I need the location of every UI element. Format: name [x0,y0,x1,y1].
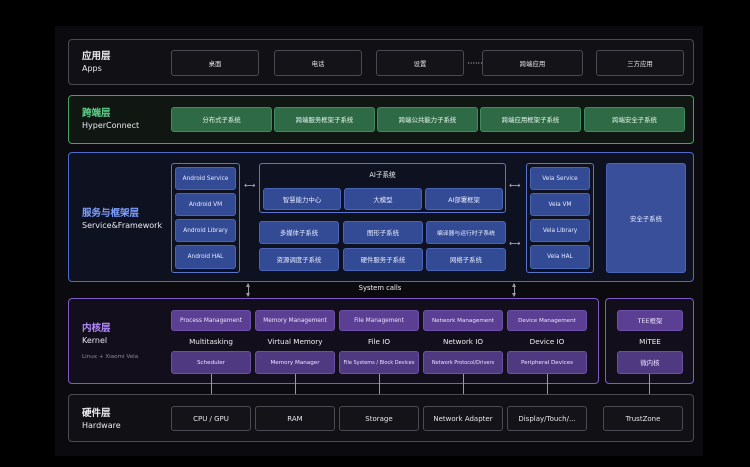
hyperconnect-layer-title-zh: 跨端层 [82,108,111,119]
hyperconnect-box: 跨端安全子系统 [584,107,685,132]
bidirectional-arrow-icon: ⟷ [509,181,521,190]
app-box: 设置 [376,50,464,76]
scheduler-box: Scheduler [171,351,251,374]
vela-hal-box: Vela HAL [530,245,590,269]
hardware-layer-title-zh: 硬件层 [82,408,111,419]
system-call-arrow-icon [246,283,250,297]
kernel-layer-title: 内核层 Kernel Linux + Xiaomi Vela [82,323,138,363]
virtual-memory-label: Virtual Memory [267,337,323,346]
android-group: Android Service Android VM Android Libra… [171,163,240,273]
hardware-layer-title-en: Hardware [82,421,121,430]
system-calls-label: System calls [358,284,402,292]
hardware-layer: 硬件层 Hardware CPU / GPU RAM Storage Netwo… [68,394,694,442]
microkernel-box: 微内核 [617,351,683,374]
app-box: 三方应用 [596,50,684,76]
hardware-box: RAM [255,406,335,431]
hyperconnect-layer-title-en: HyperConnect [82,121,140,130]
middle-subsystem-box: 硬件服务子系统 [343,248,423,271]
security-subsystem-box: 安全子系统 [606,163,686,273]
android-vm-box: Android VM [175,193,236,216]
apps-layer: 应用层 Apps 桌面 电话 设置 ······ 跨端应用 三方应用 [68,39,694,85]
app-ellipsis: ······ [467,58,483,68]
hardware-box: TrustZone [603,406,683,431]
memory-manager-box: Memory Manager [255,351,335,374]
vela-service-box: Vela Service [530,167,590,190]
mitee-label: MiTEE [639,337,661,346]
hyperconnect-layer-title: 跨端层 HyperConnect [82,108,139,132]
kernel-layer: 内核层 Kernel Linux + Xiaomi Vela Process M… [68,298,599,384]
hardware-layer-title: 硬件层 Hardware [82,408,121,432]
hardware-box: Network Adapter [423,406,503,431]
android-service-box: Android Service [175,167,236,190]
ai-subsystem-group: AI子系统 智慧能力中心 大模型 AI部署框架 [259,163,506,213]
hyperconnect-box: 分布式子系统 [171,107,272,132]
file-management-box: File Management [339,310,419,331]
service-layer: 服务与框架层 Service&Framework Android Service… [68,152,694,282]
app-box: 电话 [274,50,362,76]
vela-vm-box: Vela VM [530,193,590,216]
kernel-layer-title-en: Kernel [82,336,108,345]
middle-subsystem-box: 编译器与运行时子系统 [426,221,506,244]
hyperconnect-box: 跨端公共能力子系统 [377,107,478,132]
device-management-box: Device Management [507,310,587,331]
ai-subsystem-title: AI子系统 [369,171,396,179]
app-box: 跨端应用 [482,50,583,76]
multitasking-label: Multitasking [189,337,233,346]
file-io-label: File IO [367,337,391,346]
apps-layer-title-zh: 应用层 [82,51,111,62]
network-management-box: Network Management [423,310,503,331]
ai-box: AI部署框架 [425,188,503,210]
ai-box: 大模型 [344,188,422,210]
architecture-diagram: 应用层 Apps 桌面 电话 设置 ······ 跨端应用 三方应用 跨端层 H… [55,26,703,456]
kernel-layer-subtitle: Linux + Xiaomi Vela [82,354,139,360]
hyperconnect-box: 跨端应用框架子系统 [480,107,581,132]
hyperconnect-layer: 跨端层 HyperConnect 分布式子系统 跨端服务框架子系统 跨端公共能力… [68,95,694,144]
android-hal-box: Android HAL [175,245,236,269]
hardware-box: CPU / GPU [171,406,251,431]
middle-subsystem-box: 资源调度子系统 [259,248,339,271]
middle-subsystem-box: 网络子系统 [426,248,506,271]
file-systems-box: File Systems / Block Devices [339,351,419,374]
middle-subsystem-box: 图形子系统 [343,221,423,244]
hardware-box: Display/Touch/... [507,406,587,431]
middle-subsystem-box: 多媒体子系统 [259,221,339,244]
service-layer-title-zh: 服务与框架层 [82,208,140,219]
hyperconnect-box: 跨端服务框架子系统 [274,107,375,132]
bidirectional-arrow-icon: ⟷ [244,181,256,190]
ai-box: 智慧能力中心 [263,188,341,210]
network-io-label: Network IO [442,337,484,346]
tee-layer: TEE框架 MiTEE 微内核 [605,298,694,384]
system-call-arrow-icon [512,283,516,297]
bidirectional-arrow-icon: ⟷ [509,239,521,248]
apps-layer-title: 应用层 Apps [82,51,111,75]
service-layer-title-en: Service&Framework [82,221,163,230]
device-io-label: Device IO [529,337,565,346]
memory-management-box: Memory Management [255,310,335,331]
tee-framework-box: TEE框架 [617,310,683,331]
vela-group: Vela Service Vela VM Vela Library Vela H… [526,163,594,273]
apps-layer-title-en: Apps [82,64,102,73]
network-protocol-box: Network Protocol/Drivers [423,351,503,374]
vela-library-box: Vela Library [530,219,590,242]
peripheral-devices-box: Peripheral Devices [507,351,587,374]
hardware-box: Storage [339,406,419,431]
service-layer-title: 服务与框架层 Service&Framework [82,208,162,232]
android-library-box: Android Library [175,219,236,242]
process-management-box: Process Management [171,310,251,331]
app-box: 桌面 [171,50,259,76]
kernel-layer-title-zh: 内核层 [82,323,111,334]
